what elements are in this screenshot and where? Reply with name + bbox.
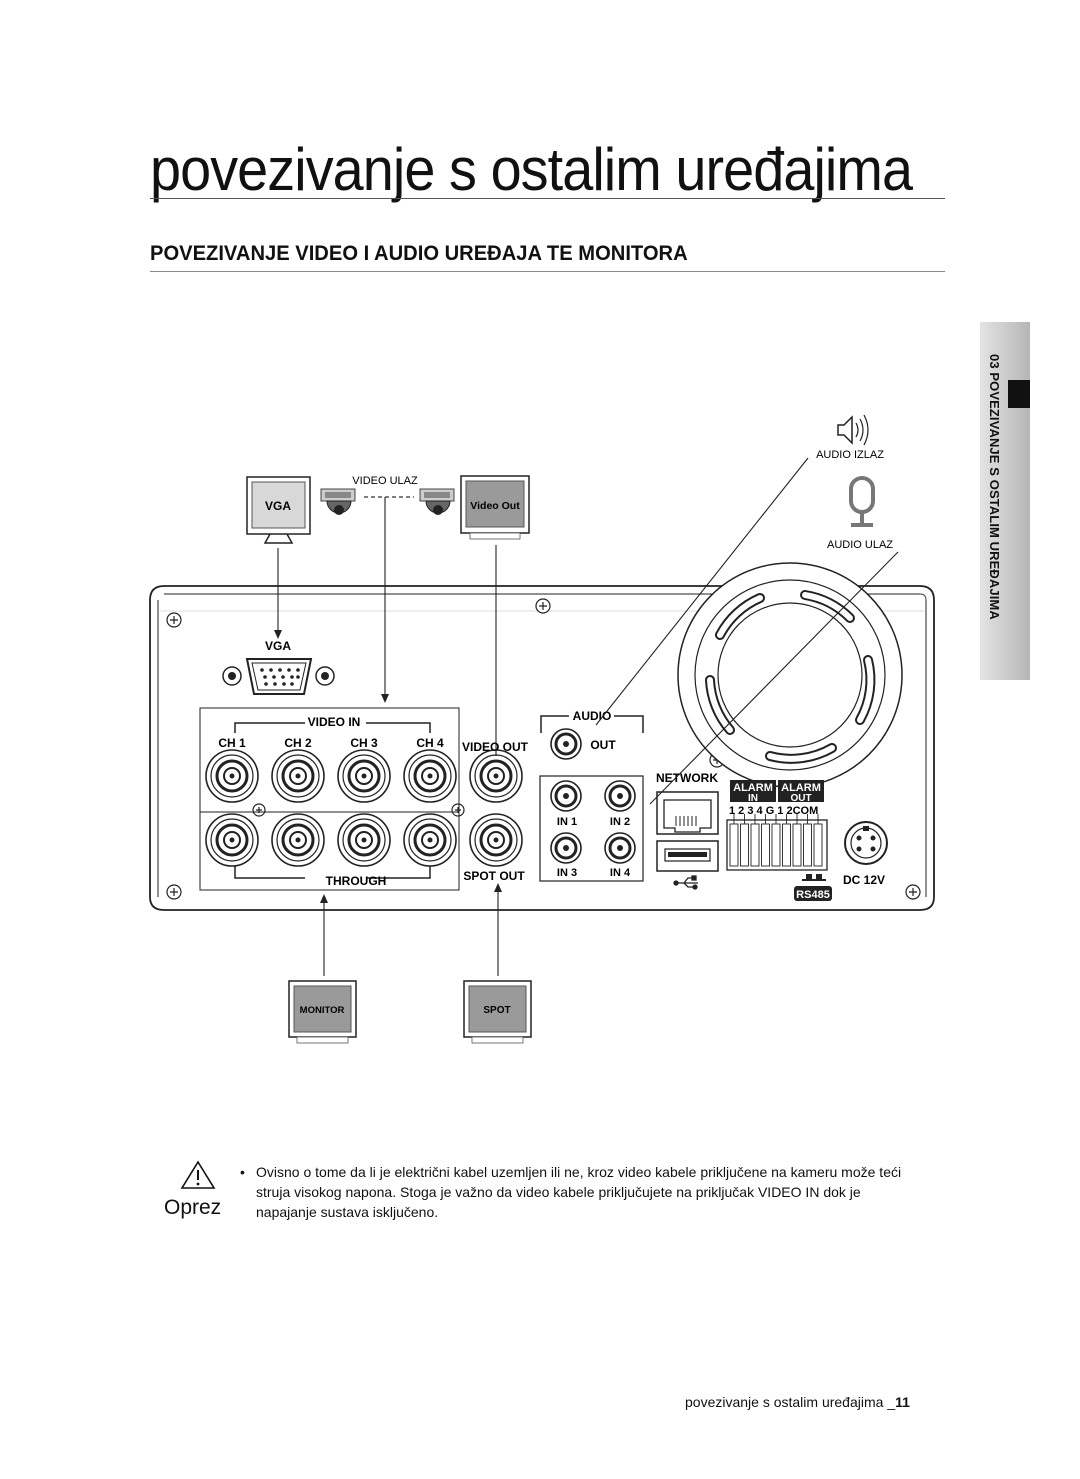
in3-label: IN 3 xyxy=(557,867,577,879)
chapter-side-tab-label: 03 POVEZIVANJE S OSTALIM UREĐAJIMA xyxy=(987,354,1002,620)
bnc-port xyxy=(271,813,325,867)
svg-text:IN: IN xyxy=(748,793,758,804)
section-rule xyxy=(150,271,945,272)
monitor-label: MONITOR xyxy=(300,1005,345,1016)
usb-icon xyxy=(673,875,698,890)
vga-port xyxy=(222,658,335,695)
section-heading: POVEZIVANJE VIDEO I AUDIO UREĐAJA TE MON… xyxy=(150,242,688,265)
page-number: 11 xyxy=(895,1394,910,1410)
rca-port xyxy=(604,832,636,864)
bnc-port xyxy=(337,749,391,803)
ch3-label: CH 3 xyxy=(350,736,378,750)
spot-out-label: SPOT OUT xyxy=(463,869,525,883)
vga-monitor-label: VGA xyxy=(265,499,291,513)
audio-izlaz-label: AUDIO IZLAZ xyxy=(816,449,884,461)
in1-label: IN 1 xyxy=(557,816,577,828)
in4-label: IN 4 xyxy=(610,867,631,879)
fan-grille xyxy=(677,562,903,788)
speaker-icon xyxy=(837,414,869,446)
rca-port xyxy=(550,832,582,864)
video-in-label: VIDEO IN xyxy=(308,715,361,729)
bnc-port xyxy=(403,813,457,867)
bnc-connectors xyxy=(205,749,523,867)
caution-text: Ovisno o tome da li je električni kabel … xyxy=(256,1164,902,1220)
usb-port xyxy=(656,840,719,872)
bnc-port xyxy=(271,749,325,803)
ch1-label: CH 1 xyxy=(218,736,246,750)
svg-text:OUT: OUT xyxy=(790,793,811,804)
spot-monitor: SPOT xyxy=(463,980,532,1044)
camera-2 xyxy=(419,488,455,515)
vga-monitor: VGA xyxy=(246,476,311,544)
audio-out-label: OUT xyxy=(590,738,616,752)
svg-text:RS485: RS485 xyxy=(796,889,830,901)
ethernet-port xyxy=(656,791,719,835)
camera-1 xyxy=(320,488,356,515)
page-footer: povezivanje s ostalim uređajima _11 xyxy=(685,1394,910,1410)
microphone-icon xyxy=(849,476,875,527)
panel-vga-label: VGA xyxy=(265,639,291,653)
rca-connectors xyxy=(550,728,636,864)
ch2-label: CH 2 xyxy=(284,736,312,750)
video-out-monitor-label: Video Out xyxy=(470,500,520,512)
spot-label: SPOT xyxy=(483,1005,510,1016)
video-ulaz-label: VIDEO ULAZ xyxy=(352,475,418,487)
svg-text:ALARM: ALARM xyxy=(781,782,821,794)
bnc-port xyxy=(469,813,523,867)
monitor-device: MONITOR xyxy=(288,980,357,1044)
bnc-port xyxy=(403,749,457,803)
rca-port xyxy=(550,728,582,760)
bnc-port xyxy=(205,749,259,803)
rca-port xyxy=(550,780,582,812)
title-rule xyxy=(150,198,945,199)
video-out-monitor: Video Out xyxy=(460,475,530,540)
in2-label: IN 2 xyxy=(610,816,630,828)
page-title: povezivanje s ostalim uređajima xyxy=(150,136,913,203)
video-out-label: VIDEO OUT xyxy=(462,740,529,754)
audio-ulaz-label: AUDIO ULAZ xyxy=(827,539,893,551)
bnc-port xyxy=(469,749,523,803)
network-label: NETWORK xyxy=(656,771,718,785)
footer-text: povezivanje s ostalim uređajima _ xyxy=(685,1394,896,1410)
caution-label: Oprez xyxy=(164,1196,222,1219)
alarm-out-badge: ALARM OUT xyxy=(778,780,824,804)
dc12v-label: DC 12V xyxy=(843,873,885,887)
bnc-port xyxy=(205,813,259,867)
audio-label: AUDIO xyxy=(573,709,612,723)
ch4-label: CH 4 xyxy=(416,736,444,750)
bnc-port xyxy=(337,813,391,867)
rs485-connector-icon xyxy=(802,874,826,881)
alarm-in-badge: ALARM IN xyxy=(730,780,776,804)
alarm-terminal-block xyxy=(726,814,828,871)
rs485-badge: RS485 xyxy=(794,886,832,901)
svg-text:ALARM: ALARM xyxy=(733,782,773,794)
caution-note: • Ovisno o tome da li je električni kabe… xyxy=(240,1162,922,1222)
rca-port xyxy=(604,780,636,812)
chapter-marker xyxy=(1008,380,1030,408)
through-label: THROUGH xyxy=(326,874,387,888)
caution-bullet: • xyxy=(240,1164,245,1180)
alarm-pin-labels: 1 2 3 4 G 1 2COM xyxy=(729,805,818,817)
dc-power-port xyxy=(844,821,888,865)
caution-icon xyxy=(180,1160,216,1189)
